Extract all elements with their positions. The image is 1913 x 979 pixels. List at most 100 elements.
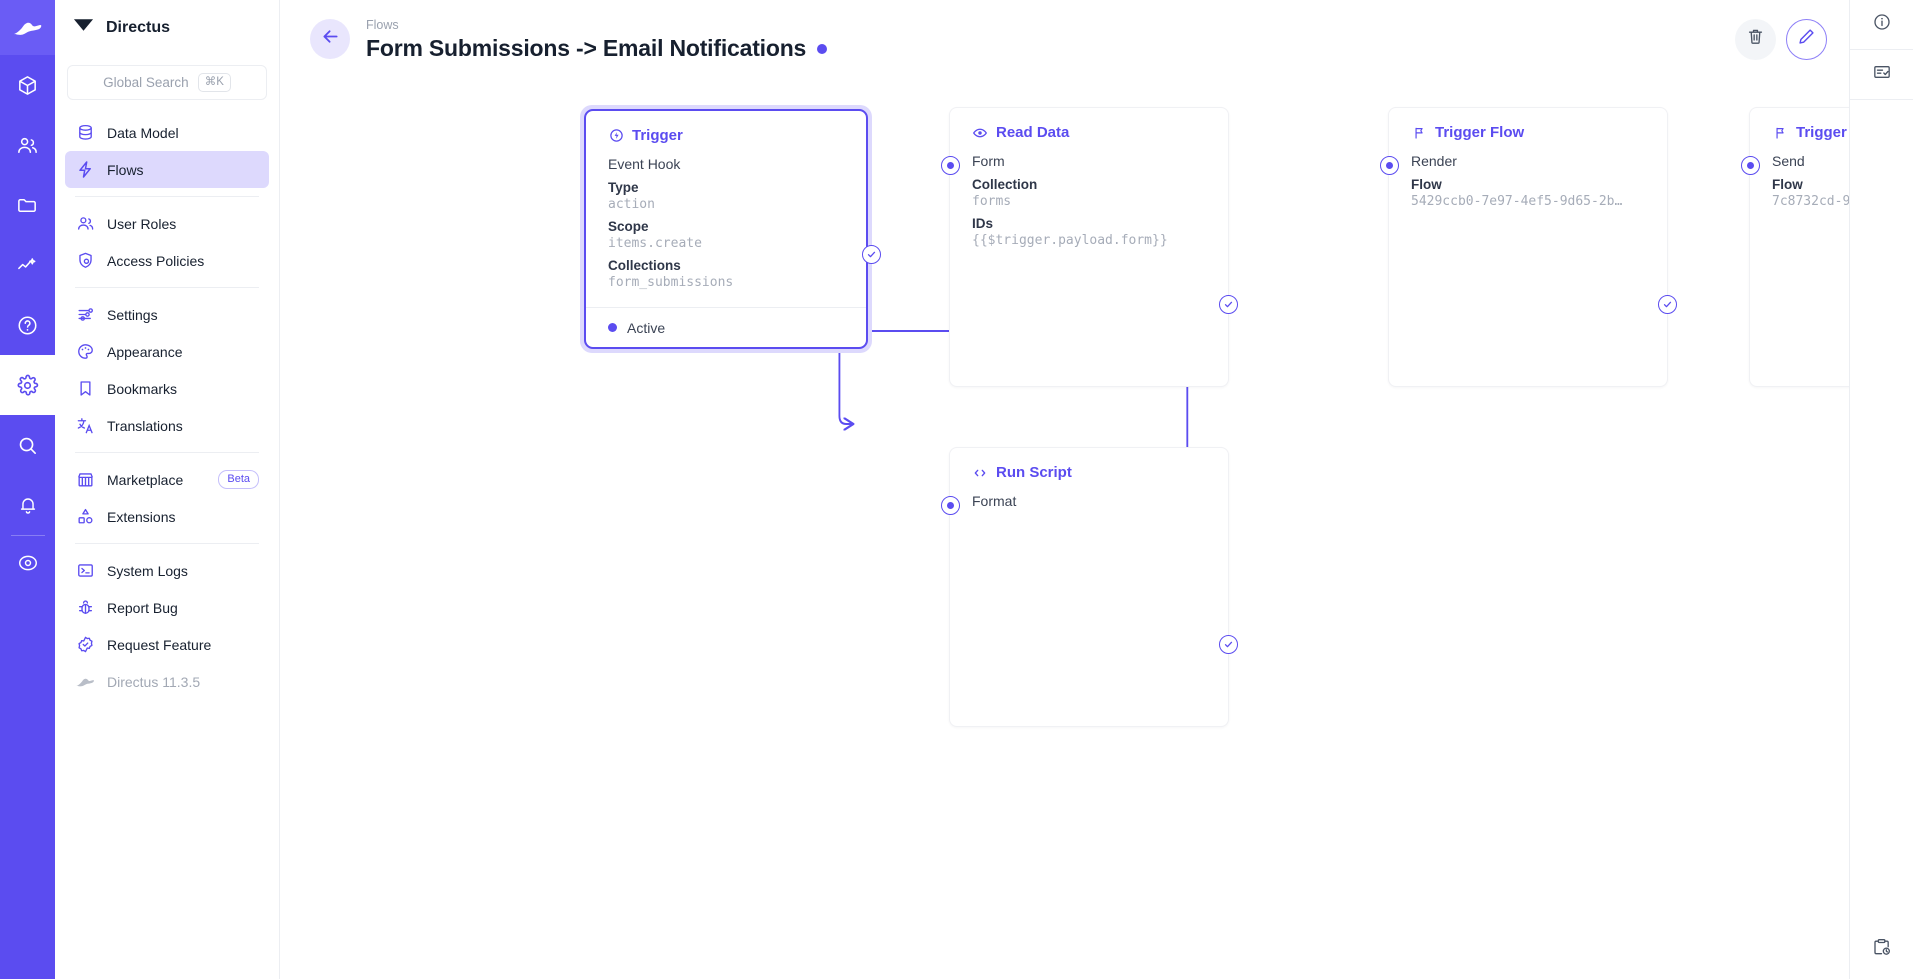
sidebar-item-access-policies[interactable]: Access Policies xyxy=(65,242,269,279)
folder-icon[interactable] xyxy=(0,175,55,235)
palette-icon xyxy=(75,342,95,362)
sidebar-divider xyxy=(75,287,259,288)
search-icon[interactable] xyxy=(0,415,55,475)
field-key: Collections xyxy=(608,258,681,273)
back-button[interactable] xyxy=(310,19,350,59)
sliders-icon xyxy=(75,305,95,325)
sidebar-item-label: Data Model xyxy=(107,124,179,141)
flow-logs-button[interactable] xyxy=(1850,50,1913,99)
logs-icon xyxy=(1872,62,1892,87)
content-box-icon[interactable] xyxy=(0,55,55,115)
sidebar-item-label: Extensions xyxy=(107,508,176,525)
sidebar-divider xyxy=(75,543,259,544)
sidebar-item-appearance[interactable]: Appearance xyxy=(65,333,269,370)
search-shortcut-kbd: ⌘K xyxy=(197,72,231,93)
flow-node-trigger-flow-render[interactable]: Trigger Flow Render Flow 5429ccb0-7e97-4… xyxy=(1379,107,1677,387)
node-title: Trigger Flow xyxy=(1796,124,1849,141)
extensions-icon xyxy=(75,507,95,527)
field-value: action xyxy=(608,197,655,212)
node-status: Active xyxy=(586,307,866,347)
bolt-icon xyxy=(75,160,95,180)
edit-flow-button[interactable] xyxy=(1786,18,1827,60)
sidebar-brand: Directus xyxy=(55,0,279,55)
port-input-read-data[interactable] xyxy=(940,156,960,175)
breadcrumb[interactable]: Flows xyxy=(366,17,399,32)
status-badge: Beta xyxy=(218,469,259,490)
field-value: forms xyxy=(972,194,1012,209)
account-icon[interactable] xyxy=(0,536,55,590)
flow-canvas[interactable]: Trigger Event Hook Type action Scope ite… xyxy=(280,78,1849,979)
sidebar-item-label: Flows xyxy=(107,161,144,178)
sidebar-item-request-feature[interactable]: Request Feature xyxy=(65,626,269,663)
sidebar-item-extensions[interactable]: Extensions xyxy=(65,498,269,535)
field-key: Collection xyxy=(972,177,1038,192)
help-icon[interactable] xyxy=(0,295,55,355)
flag-icon xyxy=(1772,125,1788,141)
sidebar-item-marketplace[interactable]: Marketplace Beta xyxy=(65,461,269,498)
sidebar-item-label: Access Policies xyxy=(107,252,205,269)
port-resolve-read-data[interactable] xyxy=(1218,295,1238,314)
notifications-tray-button[interactable] xyxy=(1850,919,1913,979)
flow-node-trigger-flow-send[interactable]: Trigger Flow Send Flow 7c8732cd-9d9e-44b… xyxy=(1740,107,1849,387)
users-icon[interactable] xyxy=(0,115,55,175)
node-subtitle: Send xyxy=(1772,153,1805,169)
flow-node-read-data[interactable]: Read Data Form Collection forms IDs {{$t… xyxy=(940,107,1238,387)
flow-node-trigger[interactable]: Trigger Event Hook Type action Scope ite… xyxy=(580,105,881,353)
flow-info-button[interactable] xyxy=(1850,0,1913,49)
delete-flow-button[interactable] xyxy=(1735,18,1776,60)
sidebar-item-label: Request Feature xyxy=(107,636,212,653)
clipboard-clock-icon xyxy=(1872,937,1892,962)
port-resolve-trigger-flow-render[interactable] xyxy=(1657,295,1677,314)
field-value: form_submissions xyxy=(608,275,734,290)
field-key: Flow xyxy=(1411,177,1442,192)
right-drawer-rail xyxy=(1850,0,1913,979)
brand-label: Directus xyxy=(106,18,171,36)
bell-icon[interactable] xyxy=(0,475,55,535)
gear-icon[interactable] xyxy=(0,355,55,415)
sidebar-item-bookmarks[interactable]: Bookmarks xyxy=(65,370,269,407)
sidebar-item-translations[interactable]: Translations xyxy=(65,407,269,444)
node-title: Read Data xyxy=(996,124,1070,141)
port-input-trigger-flow-render[interactable] xyxy=(1379,156,1399,175)
sidebar-item-label: Directus 11.3.5 xyxy=(107,673,201,690)
directus-mark-icon xyxy=(73,18,94,37)
node-title: Trigger Flow xyxy=(1435,124,1525,141)
sidebar-item-system-logs[interactable]: System Logs xyxy=(65,552,269,589)
sidebar-item-report-bug[interactable]: Report Bug xyxy=(65,589,269,626)
drawer-divider xyxy=(1850,99,1913,100)
flag-icon xyxy=(1411,125,1427,141)
page-header: Flows Form Submissions -> Email Notifica… xyxy=(280,0,1849,78)
database-icon xyxy=(75,123,95,143)
rail-divider xyxy=(10,535,45,536)
field-value: items.create xyxy=(608,236,702,251)
directus-logo-button[interactable] xyxy=(0,0,55,55)
sidebar-item-data-model[interactable]: Data Model xyxy=(65,114,269,151)
sidebar-item-label: Translations xyxy=(107,417,183,434)
eye-icon xyxy=(972,125,988,141)
arrow-left-icon xyxy=(320,26,341,52)
sidebar-item-flows[interactable]: Flows xyxy=(65,151,269,188)
flow-node-run-script[interactable]: Run Script Format xyxy=(940,447,1238,727)
search-input[interactable]: Global Search ⌘K xyxy=(67,65,267,100)
status-label: Active xyxy=(627,319,666,336)
port-input-trigger-flow-send[interactable] xyxy=(1740,156,1760,175)
insights-icon[interactable] xyxy=(0,235,55,295)
unsaved-indicator-dot xyxy=(817,43,828,54)
sidebar-item-label: Report Bug xyxy=(107,599,178,616)
field-value: 7c8732cd-9d9e-44be-a3f6-89… xyxy=(1772,194,1849,209)
code-icon xyxy=(972,465,988,481)
page-title-block: Flows Form Submissions -> Email Notifica… xyxy=(366,16,828,63)
sidebar-item-settings[interactable]: Settings xyxy=(65,296,269,333)
port-resolve-run-script[interactable] xyxy=(1218,635,1238,654)
main-content: Flows Form Submissions -> Email Notifica… xyxy=(280,0,1850,979)
sidebar-groups: Data Model Flows User Roles Acc xyxy=(55,114,279,700)
sidebar-item-label: User Roles xyxy=(107,215,177,232)
field-key: Flow xyxy=(1772,177,1803,192)
feature-check-icon xyxy=(75,635,95,655)
node-subtitle: Format xyxy=(972,493,1017,509)
trigger-bolt-icon xyxy=(608,128,624,144)
port-input-run-script[interactable] xyxy=(940,496,960,515)
sidebar-item-user-roles[interactable]: User Roles xyxy=(65,205,269,242)
port-resolve-trigger[interactable] xyxy=(862,245,881,264)
